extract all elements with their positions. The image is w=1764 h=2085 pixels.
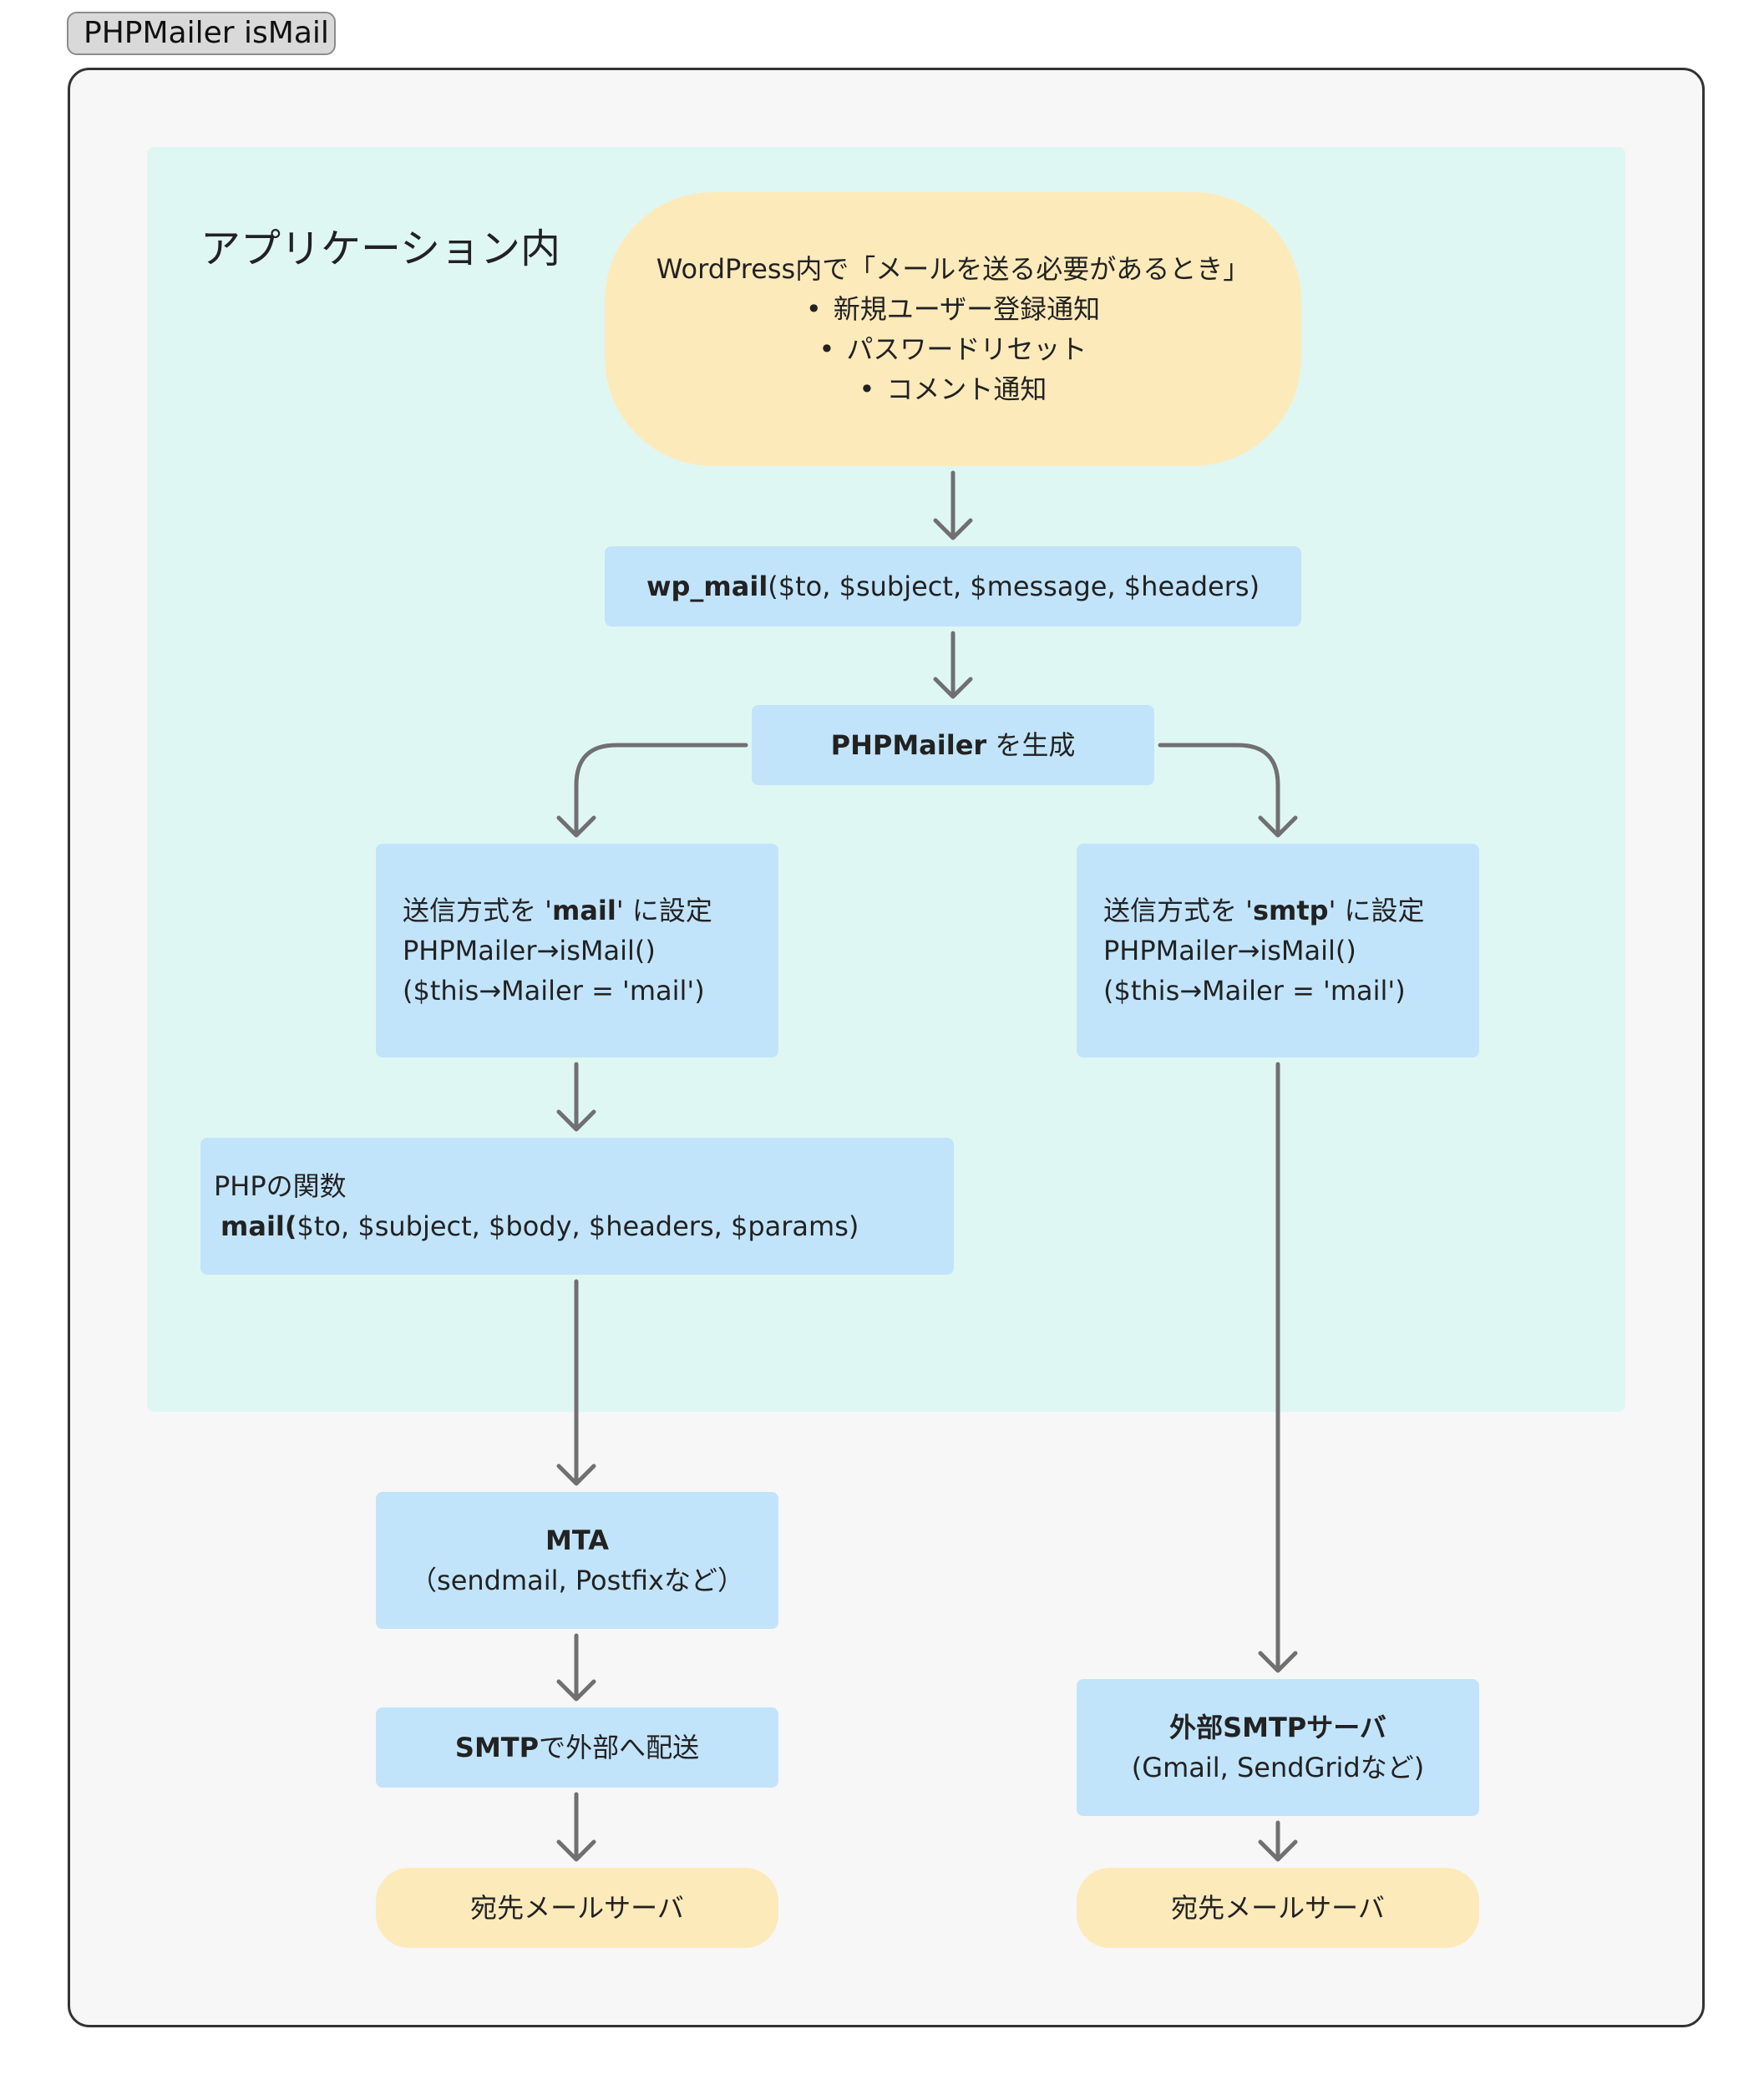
arrow-phpmailer-to-smtp-branch	[1158, 743, 1298, 838]
mail-branch-assign: ($this→Mailer = 'mail')	[403, 975, 705, 1007]
arrow-wpmail-to-phpmailer	[933, 631, 973, 699]
smtp-branch-node: 送信方式を 'smtp' に設定 PHPMailer→isMail() ($th…	[1077, 844, 1479, 1058]
mail-branch-method: mail	[551, 895, 616, 926]
mail-branch-call: PHPMailer→isMail()	[403, 935, 656, 966]
start-bullet-3: コメント通知	[859, 369, 1047, 409]
php-mail-call: mail(	[220, 1210, 297, 1242]
php-mail-function-node: PHPの関数 mail($to, $subject, $body, $heade…	[200, 1138, 954, 1275]
smtp-deliver-protocol: SMTP	[454, 1732, 540, 1763]
start-heading: WordPress内で「メールを送る必要があるとき」	[656, 253, 1250, 285]
mail-branch-node: 送信方式を 'mail' に設定 PHPMailer→isMail() ($th…	[376, 844, 778, 1058]
smtp-branch-method: smtp	[1252, 895, 1329, 926]
start-bullet-1: 新規ユーザー登録通知	[806, 289, 1100, 329]
arrow-php-func-to-mta	[556, 1279, 596, 1486]
mta-examples: （sendmail, Postfixなど）	[410, 1565, 744, 1596]
arrow-smtp-deliver-to-destination	[556, 1792, 596, 1862]
arrow-mail-branch-to-php-func	[556, 1062, 596, 1132]
php-mail-args: $to, $subject, $body, $headers, $params)	[297, 1210, 859, 1242]
phpmailer-create-node: PHPMailer を生成	[752, 705, 1154, 785]
start-node: WordPress内で「メールを送る必要があるとき」 新規ユーザー登録通知 パス…	[605, 192, 1301, 466]
smtp-deliver-node: SMTPで外部へ配送	[376, 1707, 778, 1788]
arrow-mta-to-smtp-deliver	[556, 1633, 596, 1702]
phpmailer-class: PHPMailer	[830, 729, 987, 761]
start-bullet-2: パスワードリセット	[819, 329, 1087, 369]
smtp-branch-pre: 送信方式を '	[1103, 895, 1253, 926]
php-function-label: PHPの関数	[214, 1170, 347, 1202]
destination-left-node: 宛先メールサーバ	[376, 1868, 778, 1948]
mta-node: MTA （sendmail, Postfixなど）	[376, 1492, 778, 1629]
smtp-branch-call: PHPMailer→isMail()	[1103, 935, 1356, 966]
external-smtp-node: 外部SMTPサーバ (Gmail, SendGridなど)	[1077, 1679, 1479, 1816]
arrow-smtp-branch-to-external-smtp	[1258, 1062, 1298, 1673]
wp-mail-node: wp_mail($to, $subject, $message, $header…	[605, 546, 1301, 627]
mail-branch-post: ' に設定	[616, 895, 712, 926]
arrow-external-smtp-to-destination	[1258, 1820, 1298, 1862]
mta-title: MTA	[545, 1524, 609, 1556]
wp-mail-function: wp_mail	[646, 571, 768, 602]
mail-branch-pre: 送信方式を '	[403, 895, 552, 926]
destination-right-label: 宛先メールサーバ	[1171, 1892, 1385, 1924]
smtp-deliver-label: で外部へ配送	[539, 1732, 700, 1763]
destination-right-node: 宛先メールサーバ	[1077, 1868, 1479, 1948]
diagram-title: PHPMailer isMail	[67, 12, 336, 55]
wp-mail-args: ($to, $subject, $message, $headers)	[768, 571, 1260, 602]
destination-left-label: 宛先メールサーバ	[470, 1892, 684, 1924]
external-smtp-examples: (Gmail, SendGridなど)	[1131, 1752, 1425, 1783]
smtp-branch-assign: ($this→Mailer = 'mail')	[1103, 975, 1406, 1007]
external-smtp-title: 外部SMTPサーバ	[1169, 1712, 1386, 1743]
smtp-branch-post: ' に設定	[1328, 895, 1425, 926]
phpmailer-create-label: を生成	[986, 729, 1076, 761]
arrow-start-to-wpmail	[933, 470, 973, 540]
application-region-label: アプリケーション内	[200, 226, 561, 272]
arrow-phpmailer-to-mail-branch	[556, 743, 748, 838]
